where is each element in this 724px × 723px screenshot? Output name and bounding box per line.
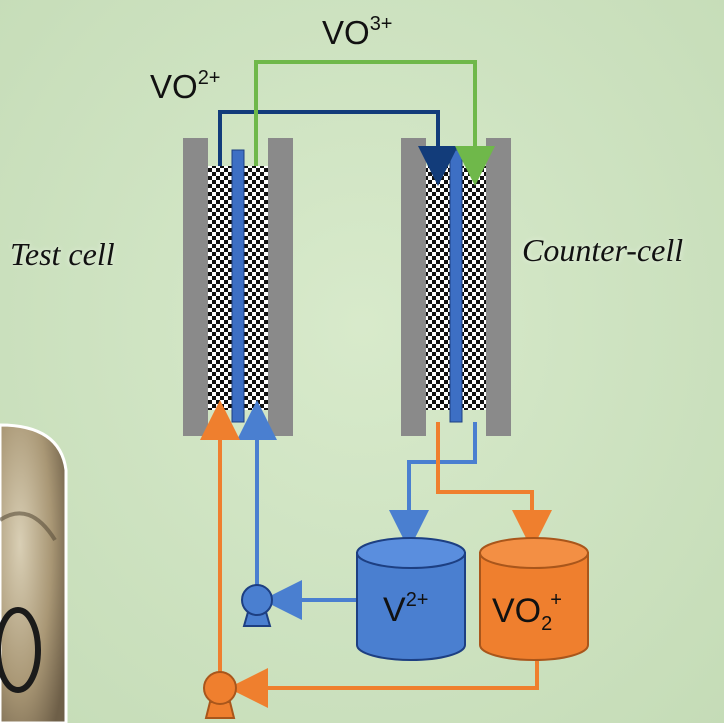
vo2plus-tank-charge: +	[550, 589, 562, 611]
counter-cell-label: Counter-cell	[522, 232, 684, 268]
vo3plus-label: VO3+	[322, 14, 393, 49]
counter-cell-electrode-left	[426, 166, 450, 410]
counter-cell-electrode-right	[462, 166, 486, 410]
counter-cell	[401, 138, 511, 436]
test-cell-end-plate-left	[183, 138, 208, 436]
vo3plus-charge: 3+	[369, 13, 393, 35]
vo2plus-base: VO	[150, 68, 198, 105]
v2plus-return-line	[389, 422, 477, 550]
vo2plus-tank-label: VO2+	[492, 590, 562, 634]
vo3plus-transfer-line	[254, 60, 495, 186]
orange-pump-icon	[203, 671, 237, 719]
counter-cell-end-plate-left	[401, 138, 426, 436]
vo3plus-base: VO	[322, 14, 370, 51]
test-cell-electrode-left	[208, 166, 232, 410]
vo2plus-feed-line	[228, 660, 539, 708]
vo2plus-charge: 2+	[197, 67, 221, 89]
test-cell	[183, 138, 293, 436]
v2plus-tank-base: V	[383, 591, 406, 629]
v2plus-tank-charge: 2+	[405, 589, 429, 611]
vo2plus-tank	[479, 537, 589, 661]
counter-cell-end-plate-right	[486, 138, 511, 436]
vo2plus-transfer-line	[218, 110, 458, 186]
test-cell-membrane	[231, 149, 245, 423]
blue-pump-icon	[241, 584, 273, 627]
vo2plus-tank-base: VO	[492, 592, 542, 630]
photo-inset	[0, 423, 68, 723]
test-cell-electrode-right	[244, 166, 268, 410]
v2plus-tank	[356, 537, 466, 661]
test-cell-end-plate-right	[268, 138, 293, 436]
counter-cell-membrane	[449, 149, 463, 423]
vo2plus-return-line	[436, 422, 552, 550]
v2plus-tank-label: V2+	[383, 590, 429, 627]
vo2plus-label: VO2+	[150, 68, 221, 103]
test-cell-label: Test cell	[10, 236, 115, 272]
vo2plus-tank-subscript: 2	[541, 613, 553, 635]
